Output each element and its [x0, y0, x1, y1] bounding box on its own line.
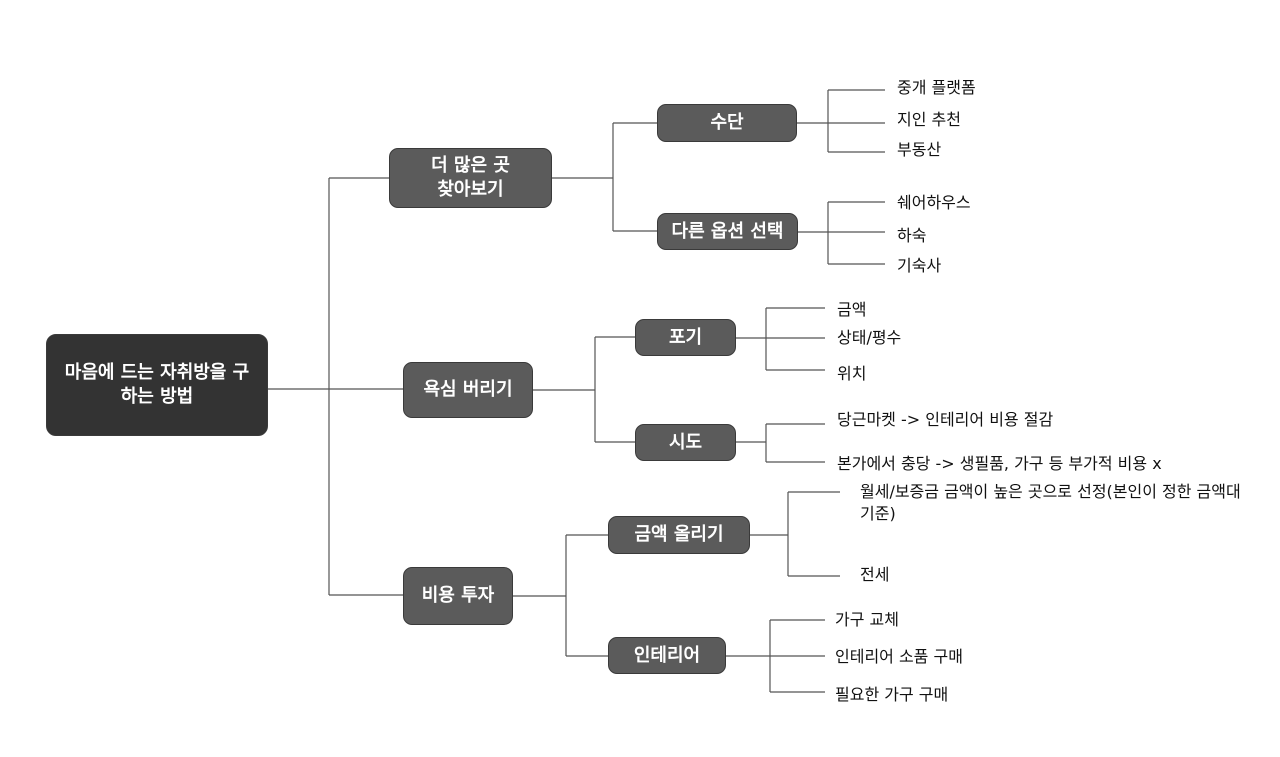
subbranch-node[interactable]: 인테리어 [608, 637, 726, 674]
subbranch-label: 인테리어 [633, 644, 701, 666]
leaf-node[interactable]: 전세 [860, 565, 890, 584]
branch-node[interactable]: 비용 투자 [403, 567, 513, 625]
subbranch-label: 시도 [668, 431, 703, 453]
subbranch-label: 다른 옵션 선택 [671, 220, 784, 242]
branch-node[interactable]: 더 많은 곳 찾아보기 [389, 148, 552, 208]
root-label: 마음에 드는 자취방을 구하는 방법 [64, 362, 250, 407]
branch-label: 더 많은 곳 찾아보기 [431, 155, 510, 200]
leaf-node[interactable]: 가구 교체 [835, 610, 899, 629]
leaf-node[interactable]: 하숙 [897, 226, 927, 245]
leaf-node[interactable]: 기숙사 [897, 256, 942, 275]
leaf-node[interactable]: 인테리어 소품 구매 [835, 647, 963, 666]
leaf-node[interactable]: 위치 [837, 364, 867, 383]
leaf-node[interactable]: 중개 플랫폼 [897, 78, 976, 97]
leaf-node[interactable]: 지인 추천 [897, 110, 961, 129]
subbranch-node[interactable]: 다른 옵션 선택 [657, 213, 798, 250]
root-node[interactable]: 마음에 드는 자취방을 구하는 방법 [46, 334, 268, 436]
leaf-node[interactable]: 본가에서 충당 -> 생필품, 가구 등 부가적 비용 x [837, 454, 1162, 473]
subbranch-node[interactable]: 시도 [635, 424, 736, 461]
leaf-node[interactable]: 당근마켓 -> 인테리어 비용 절감 [837, 410, 1054, 429]
leaf-node[interactable]: 필요한 가구 구매 [835, 685, 949, 704]
leaf-node[interactable]: 부동산 [897, 140, 942, 159]
branch-label: 비용 투자 [421, 585, 495, 606]
leaf-node[interactable]: 금액 [837, 300, 867, 319]
branch-label: 욕심 버리기 [423, 379, 513, 400]
leaf-node[interactable]: 월세/보증금 금액이 높은 곳으로 선정(본인이 정한 금액대 기준) [860, 482, 1241, 523]
subbranch-node[interactable]: 포기 [635, 319, 736, 356]
leaf-node[interactable]: 상태/평수 [837, 328, 902, 347]
subbranch-node[interactable]: 수단 [657, 104, 797, 142]
branch-node[interactable]: 욕심 버리기 [403, 362, 533, 418]
leaf-node[interactable]: 쉐어하우스 [897, 193, 971, 212]
subbranch-label: 포기 [668, 326, 703, 348]
subbranch-label: 금액 올리기 [634, 524, 724, 545]
subbranch-node[interactable]: 금액 올리기 [608, 516, 750, 554]
subbranch-label: 수단 [710, 112, 744, 133]
